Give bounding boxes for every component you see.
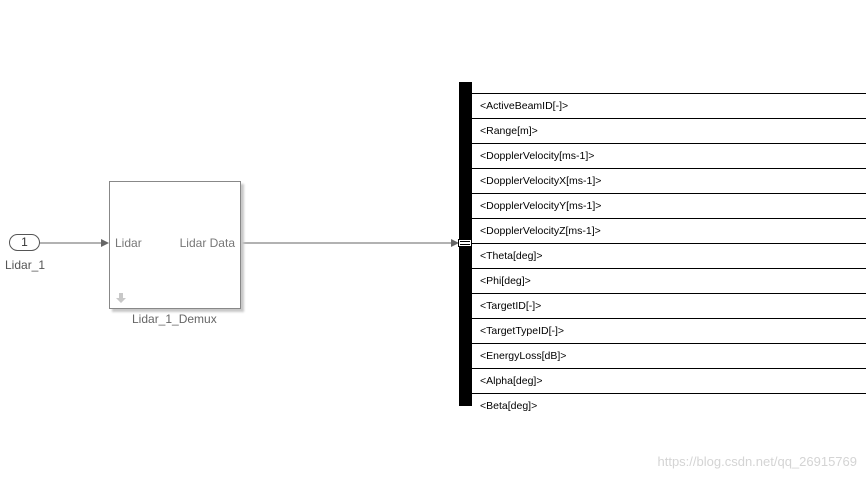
signal-row[interactable]: <Range[m]>	[472, 94, 866, 137]
subsystem-label: Lidar_1_Demux	[132, 312, 217, 326]
signal-line	[472, 118, 866, 119]
signal-row[interactable]: <EnergyLoss[dB]>	[472, 319, 866, 362]
watermark: https://blog.csdn.net/qq_26915769	[657, 454, 858, 469]
signal-row[interactable]: <DopplerVelocityY[ms-1]>	[472, 169, 866, 212]
subsystem-input-port-label: Lidar	[115, 236, 142, 250]
signal-line	[472, 218, 866, 219]
signal-line	[472, 143, 866, 144]
signal-row[interactable]: <Phi[deg]>	[472, 244, 866, 287]
signal-line	[472, 193, 866, 194]
signal-label: <EnergyLoss[dB]>	[480, 350, 567, 362]
signal-line	[472, 243, 866, 244]
signal-label: <TargetTypeID[-]>	[480, 325, 565, 337]
inport-label: Lidar_1	[5, 258, 46, 272]
signal-line	[472, 318, 866, 319]
signal-line	[472, 393, 866, 394]
signal-label: <TargetID[-]>	[480, 300, 542, 312]
signal-row[interactable]: <TargetTypeID[-]>	[472, 294, 866, 337]
signal-row[interactable]: <Alpha[deg]>	[472, 344, 866, 387]
inport-to-subsystem-arrowhead	[101, 239, 109, 247]
signal-row[interactable]: <ActiveBeamID[-]>	[472, 69, 866, 112]
signal-label: <DopplerVelocityY[ms-1]>	[480, 200, 602, 212]
signal-row[interactable]: <DopplerVelocityX[ms-1]>	[472, 144, 866, 187]
signal-label: <Phi[deg]>	[480, 275, 531, 287]
signal-row[interactable]: <DopplerVelocity[ms-1]>	[472, 119, 866, 162]
signal-label: <Range[m]>	[480, 125, 538, 137]
signal-label: <DopplerVelocityZ[ms-1]>	[480, 225, 601, 237]
signal-label: <Theta[deg]>	[480, 250, 543, 262]
signal-row[interactable]: <DopplerVelocityZ[ms-1]>	[472, 194, 866, 237]
signal-line	[472, 343, 866, 344]
signal-label: <Alpha[deg]>	[480, 375, 543, 387]
signal-line	[472, 93, 866, 94]
signal-line	[472, 268, 866, 269]
signal-label: <ActiveBeamID[-]>	[480, 100, 569, 112]
subsystem-to-bus-arrowhead	[451, 239, 459, 247]
signal-line	[472, 293, 866, 294]
signal-row[interactable]: <Theta[deg]>	[472, 219, 866, 262]
signal-label: <Beta[deg]>	[480, 400, 538, 412]
signal-label: <DopplerVelocityX[ms-1]>	[480, 175, 602, 187]
inport-number: 1	[21, 235, 28, 249]
inport-block[interactable]: 1	[9, 234, 40, 251]
subsystem-output-port-label: Lidar Data	[179, 236, 235, 250]
subsystem-block[interactable]: Lidar Lidar Data	[109, 181, 241, 309]
signal-row[interactable]: <TargetID[-]>	[472, 269, 866, 312]
bus-selector-input-port-icon	[458, 239, 472, 247]
down-arrow-icon	[116, 293, 126, 303]
signal-line	[472, 368, 866, 369]
signal-label: <DopplerVelocity[ms-1]>	[480, 150, 595, 162]
signal-line	[472, 168, 866, 169]
signal-row[interactable]: <Beta[deg]>	[472, 369, 866, 412]
